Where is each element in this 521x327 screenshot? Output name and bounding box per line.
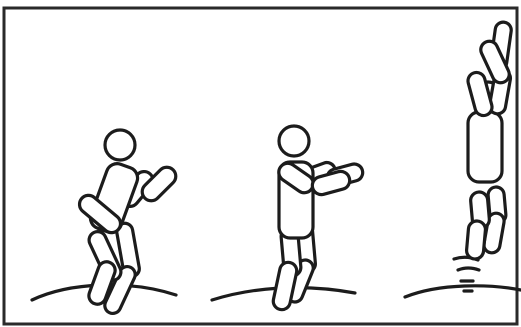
head: [105, 130, 135, 160]
head: [279, 126, 309, 156]
torso: [468, 112, 502, 182]
illustration-frame: [4, 8, 517, 324]
